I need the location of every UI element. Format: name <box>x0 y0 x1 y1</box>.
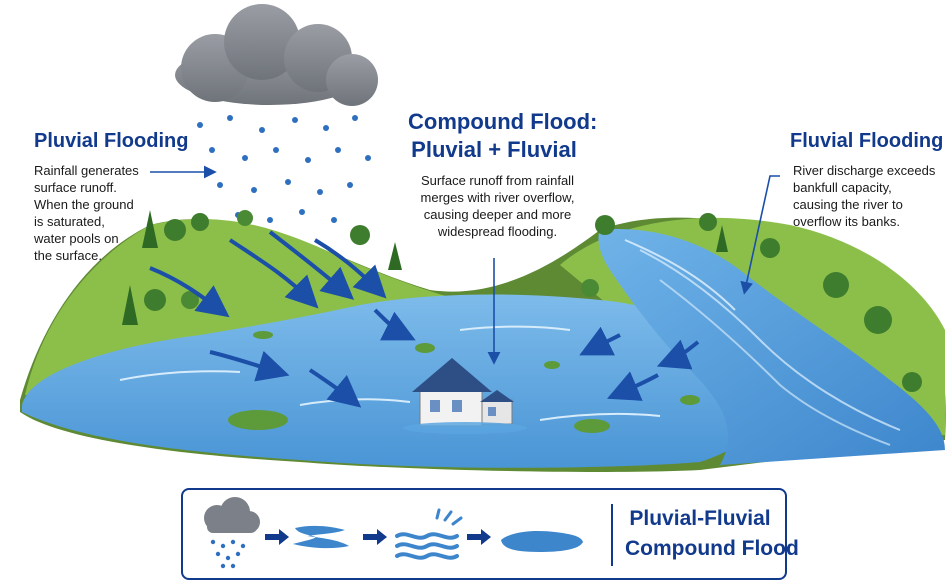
fluvial-title: Fluvial Flooding <box>790 130 944 152</box>
compound-line: causing deeper and more <box>423 207 572 222</box>
fluvial-line: River discharge exceeds <box>793 163 936 178</box>
legend-box: Pluvial-Fluvial Compound Flood <box>181 488 799 580</box>
fluvial-line: bankfull capacity, <box>793 180 892 195</box>
compound-title-line: Pluvial + Fluvial <box>411 137 577 162</box>
flood-scene <box>20 4 946 473</box>
legend-title: Pluvial-Fluvial Compound Flood <box>625 504 799 564</box>
pluvial-line: Rainfall generates <box>34 163 139 178</box>
pluvial-line: the surface. <box>34 248 102 263</box>
legend-arrow-icon <box>467 529 491 545</box>
pointer-lines <box>150 165 780 365</box>
compound-line: Surface runoff from rainfall <box>421 173 574 188</box>
compound-line: merges with river overflow, <box>420 190 575 205</box>
legend-title-line: Pluvial-Fluvial <box>629 507 771 530</box>
compound-line: widespread flooding. <box>437 224 558 239</box>
flood-pool-icon <box>501 530 583 552</box>
pluvial-title: Pluvial Flooding <box>34 130 189 152</box>
legend-arrow-icon <box>363 529 387 545</box>
rain-cloud-icon <box>204 497 260 569</box>
legend-title-line: Compound Flood <box>625 537 799 560</box>
compound-title: Compound Flood: Pluvial + Fluvial <box>408 108 598 164</box>
fluvial-line: causing the river to <box>793 197 903 212</box>
pluvial-line: When the ground <box>34 197 134 212</box>
shrubs <box>228 331 700 433</box>
legend-icons <box>204 497 583 569</box>
legend-divider <box>611 504 613 566</box>
pluvial-line: surface runoff. <box>34 180 117 195</box>
river <box>598 229 945 465</box>
legend-arrow-icon <box>265 529 289 545</box>
pluvial-description: Rainfall generates surface runoff. When … <box>34 162 174 264</box>
raindrops <box>197 115 371 223</box>
rain-cloud <box>175 4 378 106</box>
fluvial-line: overflow its banks. <box>793 214 900 229</box>
flooded-house <box>403 358 527 434</box>
runoff-arrows <box>149 230 700 408</box>
fluvial-description: River discharge exceeds bankfull capacit… <box>793 162 943 230</box>
river-overflow-icon <box>395 508 463 560</box>
compound-title-line: Compound Flood: <box>408 109 598 134</box>
runoff-icon <box>293 525 349 549</box>
pluvial-line: water pools on <box>34 231 119 246</box>
compound-description: Surface runoff from rainfall merges with… <box>410 172 585 240</box>
pluvial-line: is saturated, <box>34 214 105 229</box>
